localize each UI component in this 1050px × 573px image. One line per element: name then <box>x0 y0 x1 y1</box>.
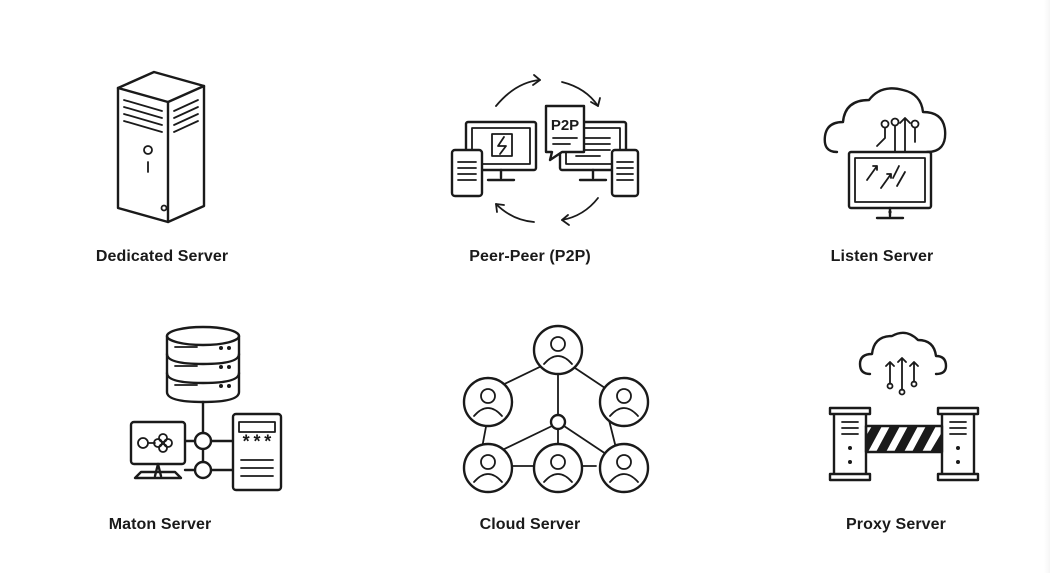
tile-label: Listen Server <box>830 248 934 265</box>
tile-listen-server: Listen Server <box>752 66 1012 276</box>
tile-label: Peer-Peer (P2P) <box>469 248 591 265</box>
user-node-bottom-center <box>532 442 584 494</box>
monitor-cloud-icon <box>823 87 947 220</box>
database-network-icon: *** <box>129 325 283 492</box>
p2p-badge-text: P2P <box>551 117 579 134</box>
tile-maton-server: *** Maton Server <box>30 322 290 542</box>
tile-label: Maton Server <box>108 516 212 533</box>
tile-p2p: P2P Peer-Peer (P2P) <box>400 66 660 276</box>
user-node-right <box>598 376 650 428</box>
user-node-bottom-right <box>598 442 650 494</box>
user-node-top <box>532 324 584 376</box>
tile-label: Proxy Server <box>846 516 946 533</box>
tile-label: Cloud Server <box>479 516 581 533</box>
tile-proxy-server: Proxy Server <box>766 322 1026 542</box>
proxy-gate-icon <box>828 331 980 482</box>
password-mask-text: *** <box>241 434 273 454</box>
tile-cloud-server: Cloud Server <box>400 322 660 542</box>
user-node-bottom-left <box>462 442 514 494</box>
user-network-icon <box>462 324 650 494</box>
tile-label: Dedicated Server <box>95 248 229 265</box>
page-edge-shadow <box>1044 0 1050 573</box>
user-node-left <box>462 376 514 428</box>
p2p-network-icon: P2P <box>450 74 640 226</box>
server-tower-icon <box>116 70 206 224</box>
tile-dedicated-server: Dedicated Server <box>32 66 292 276</box>
